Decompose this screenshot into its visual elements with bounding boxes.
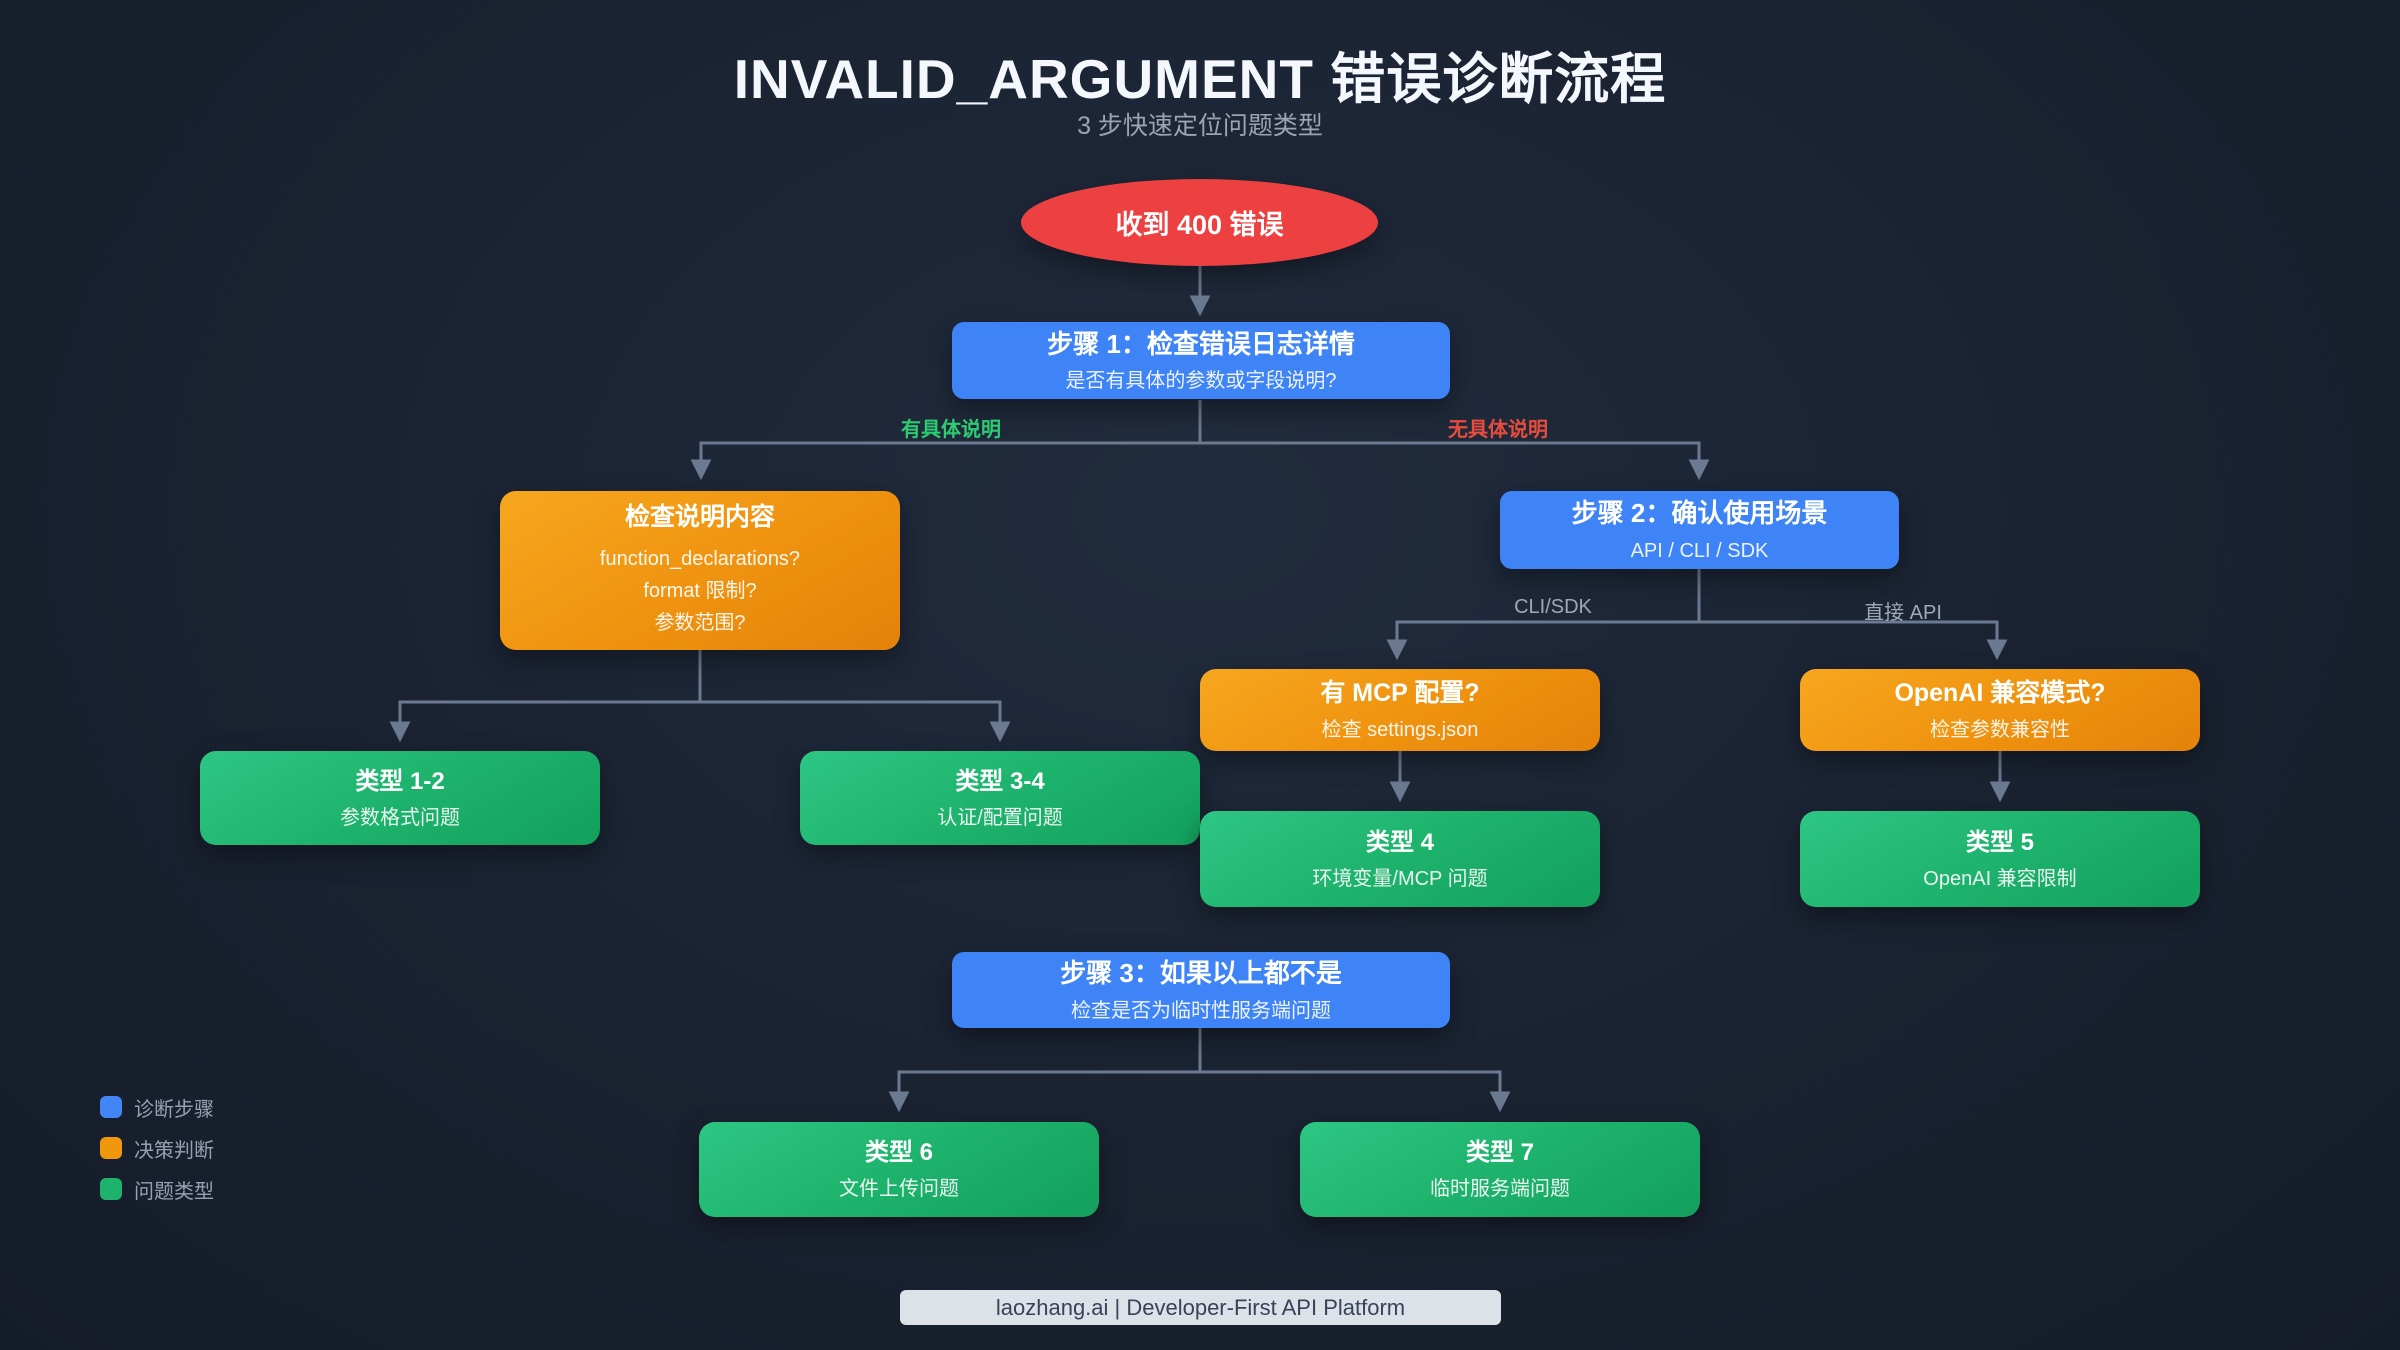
node-type-7: 类型 7 临时服务端问题 — [1300, 1122, 1700, 1217]
edge-label-has-detail: 有具体说明 — [901, 419, 1001, 441]
node-type-1-2-title: 类型 1-2 — [355, 767, 445, 795]
node-type-4-title: 类型 4 — [1365, 828, 1434, 856]
node-step3-subtitle: 检查是否为临时性服务端问题 — [1071, 999, 1331, 1022]
node-openai-check: OpenAI 兼容模式? 检查参数兼容性 — [1800, 669, 2200, 751]
legend-swatch-green — [100, 1178, 122, 1200]
node-type-5-subtitle: OpenAI 兼容限制 — [1923, 867, 2077, 890]
node-check-content-line: function_declarations? — [599, 548, 801, 571]
node-mcp-check: 有 MCP 配置? 检查 settings.json — [1200, 669, 1600, 751]
legend-swatch-blue — [100, 1096, 122, 1118]
node-type-3-4: 类型 3-4 认证/配置问题 — [800, 751, 1200, 845]
legend-label: 决策判断 — [134, 1139, 214, 1162]
legend-item-steps: 诊断步骤 — [100, 1096, 214, 1121]
legend-label: 诊断步骤 — [134, 1098, 214, 1121]
node-type-3-4-title: 类型 3-4 — [955, 767, 1045, 795]
node-type-5: 类型 5 OpenAI 兼容限制 — [1800, 811, 2200, 907]
node-type-6-subtitle: 文件上传问题 — [839, 1178, 959, 1200]
node-check-content-line: 参数范围? — [654, 612, 746, 635]
node-type-6-title: 类型 6 — [864, 1139, 933, 1166]
node-type-7-title: 类型 7 — [1465, 1139, 1534, 1166]
node-type-1-2: 类型 1-2 参数格式问题 — [200, 751, 600, 845]
edge-label-cli-sdk: CLI/SDK — [1514, 596, 1592, 618]
node-start-label: 收到 400 错误 — [1115, 210, 1284, 240]
node-type-4: 类型 4 环境变量/MCP 问题 — [1200, 811, 1600, 907]
footer-badge: laozhang.ai | Developer-First API Platfo… — [900, 1290, 1501, 1325]
node-check-content: 检查说明内容 function_declarations? format 限制?… — [500, 491, 900, 650]
node-step2: 步骤 2：确认使用场景 API / CLI / SDK — [1500, 491, 1899, 569]
node-type-1-2-subtitle: 参数格式问题 — [340, 806, 460, 829]
node-step2-subtitle: API / CLI / SDK — [1630, 539, 1769, 562]
node-check-content-line: format 限制? — [643, 580, 757, 603]
node-type-6: 类型 6 文件上传问题 — [699, 1122, 1099, 1217]
legend-item-types: 问题类型 — [100, 1178, 214, 1203]
node-step1: 步骤 1：检查错误日志详情 是否有具体的参数或字段说明? — [952, 322, 1450, 399]
page-title: INVALID_ARGUMENT 错误诊断流程 — [733, 48, 1667, 110]
legend-swatch-orange — [100, 1137, 122, 1159]
node-openai-check-subtitle: 检查参数兼容性 — [1930, 719, 2070, 742]
page-subtitle: 3 步快速定位问题类型 — [1077, 112, 1323, 140]
node-type-3-4-subtitle: 认证/配置问题 — [937, 806, 1063, 829]
edge-label-no-detail: 无具体说明 — [1448, 419, 1548, 441]
node-type-4-subtitle: 环境变量/MCP 问题 — [1312, 867, 1488, 890]
node-step1-title: 步骤 1：检查错误日志详情 — [1047, 328, 1355, 359]
legend-item-decisions: 决策判断 — [100, 1137, 214, 1162]
legend-label: 问题类型 — [134, 1180, 214, 1203]
node-check-content-title: 检查说明内容 — [624, 502, 775, 531]
node-type-5-title: 类型 5 — [1965, 828, 2034, 856]
node-openai-check-title: OpenAI 兼容模式? — [1894, 678, 2106, 707]
node-step3: 步骤 3：如果以上都不是 检查是否为临时性服务端问题 — [952, 952, 1450, 1028]
node-type-7-subtitle: 临时服务端问题 — [1430, 1178, 1570, 1200]
node-step2-title: 步骤 2：确认使用场景 — [1571, 498, 1828, 529]
node-mcp-check-subtitle: 检查 settings.json — [1321, 719, 1479, 742]
node-step1-subtitle: 是否有具体的参数或字段说明? — [1065, 370, 1337, 393]
legend: 诊断步骤 决策判断 问题类型 — [100, 1096, 214, 1219]
node-mcp-check-title: 有 MCP 配置? — [1320, 678, 1480, 707]
edge-label-direct-api: 直接 API — [1864, 602, 1942, 624]
node-step3-title: 步骤 3：如果以上都不是 — [1060, 958, 1342, 989]
footer-text: laozhang.ai | Developer-First API Platfo… — [995, 1294, 1406, 1320]
node-start: 收到 400 错误 — [1021, 179, 1378, 266]
